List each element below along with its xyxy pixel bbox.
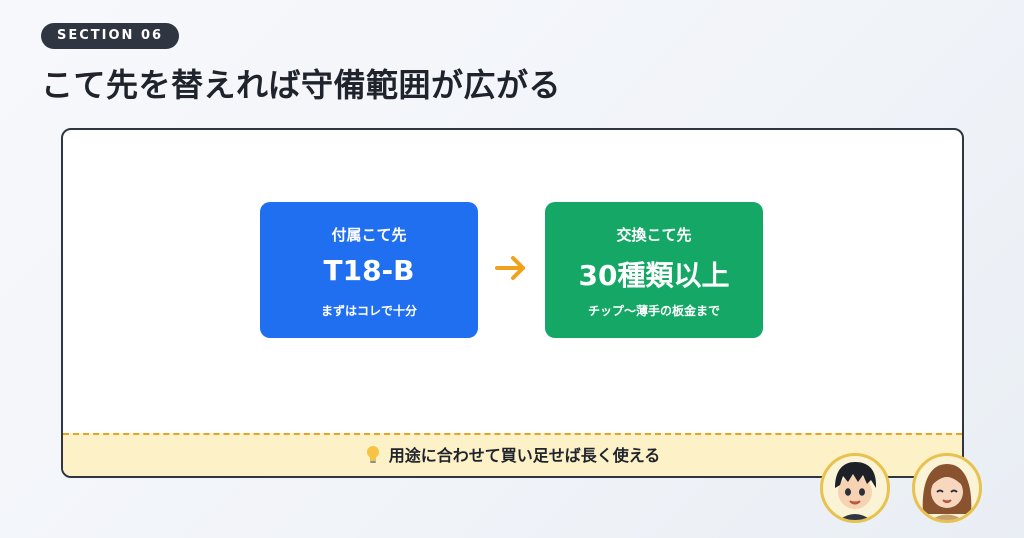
replacement-tip-count: 30種類以上: [578, 259, 730, 292]
arrow-right-icon: [495, 256, 525, 280]
boy-avatar: [820, 453, 890, 523]
tip-text: 用途に合わせて買い足せば長く使える: [388, 446, 661, 465]
stock-tip-model: T18-B: [323, 254, 415, 287]
replacement-tip-label: 交換こて先: [616, 226, 692, 244]
replacement-tip-card: 交換こて先 30種類以上 チップ〜薄手の板金まで: [545, 202, 763, 338]
stock-tip-note: まずはコレで十分: [320, 304, 417, 318]
tip-footer: 用途に合わせて買い足せば長く使える: [63, 433, 962, 476]
replacement-tip-note: チップ〜薄手の板金まで: [587, 304, 720, 318]
lightbulb-icon: [366, 445, 379, 463]
stock-tip-card: 付属こて先 T18-B まずはコレで十分: [260, 202, 478, 338]
stock-tip-label: 付属こて先: [331, 226, 407, 244]
content-panel: 付属こて先 T18-B まずはコレで十分 交換こて先 30種類以上 チップ〜薄手…: [61, 128, 964, 478]
girl-avatar: [912, 453, 982, 523]
page-title: こて先を替えれば守備範囲が広がる: [41, 66, 562, 104]
section-badge: SECTION 06: [41, 23, 180, 49]
